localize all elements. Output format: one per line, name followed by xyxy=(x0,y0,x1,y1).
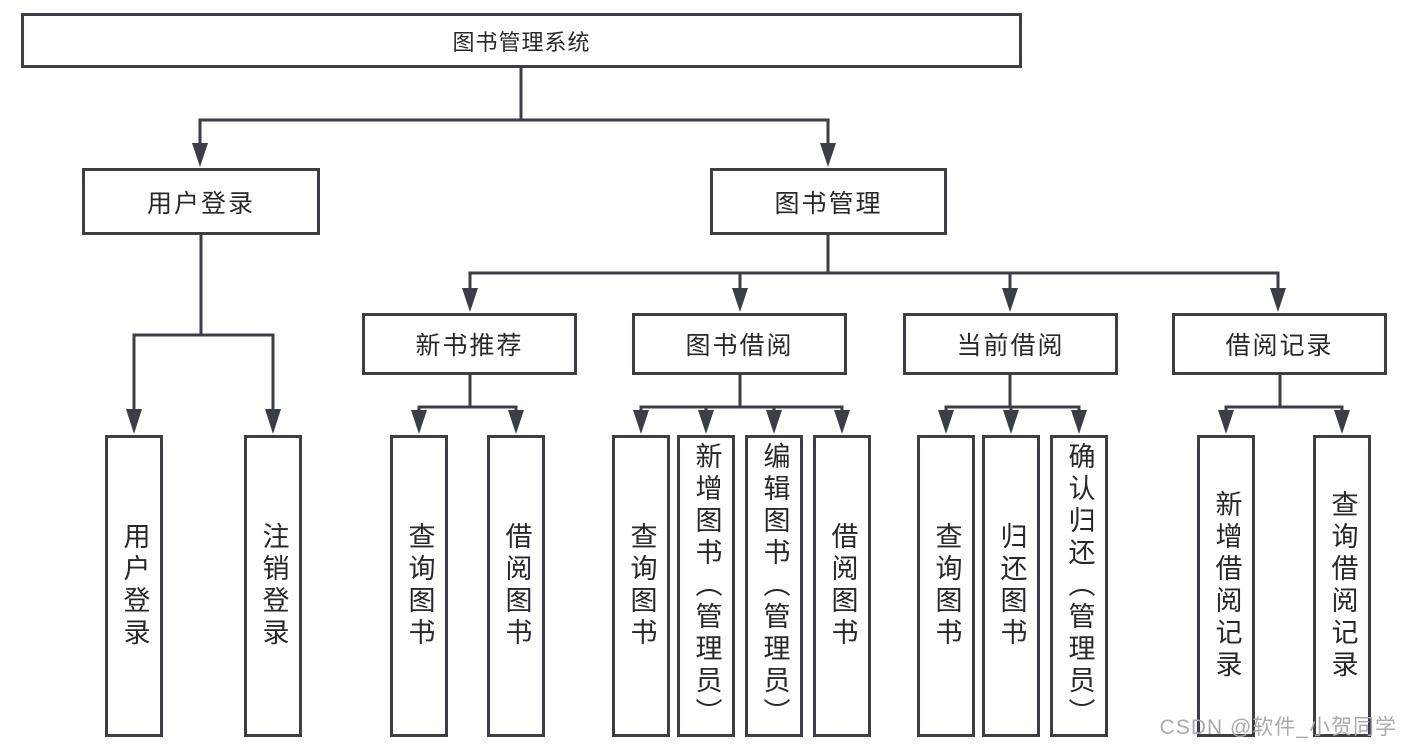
node-book-management: 图书管理 xyxy=(710,168,947,235)
connector-records-to-leaves xyxy=(1218,373,1350,434)
leaf-query-borrow-record: 查询借阅记录 xyxy=(1313,435,1371,737)
connector-user-login-to-leaves xyxy=(126,233,281,434)
connector-borrowing-to-leaves xyxy=(633,373,850,434)
node-new-book-recommend: 新书推荐 xyxy=(362,313,577,375)
leaf-borrow-books-recommend: 借阅图书 xyxy=(487,435,545,737)
leaf-query-books-recommend: 查询图书 xyxy=(390,435,448,737)
node-root-library-system: 图书管理系统 xyxy=(21,13,1022,68)
node-user-login: 用户登录 xyxy=(82,168,320,235)
leaf-add-books-admin: 新增图书（管理员） xyxy=(677,435,735,737)
node-book-borrowing: 图书借阅 xyxy=(632,313,847,375)
leaf-logout: 注销登录 xyxy=(244,435,302,737)
connector-new-books-to-leaves xyxy=(411,373,524,434)
leaf-return-books: 归还图书 xyxy=(982,435,1040,737)
leaf-add-borrow-record: 新增借阅记录 xyxy=(1197,435,1255,737)
csdn-watermark: CSDN @软件_小贺同学 xyxy=(1159,716,1397,739)
leaf-confirm-return-admin: 确认归还（管理员） xyxy=(1050,435,1108,737)
node-borrow-records: 借阅记录 xyxy=(1172,313,1387,375)
leaf-query-books-current: 查询图书 xyxy=(917,435,975,737)
leaf-query-books-borrowing: 查询图书 xyxy=(612,435,670,737)
connector-root-to-level2 xyxy=(192,66,836,167)
leaf-borrow-books: 借阅图书 xyxy=(813,435,871,737)
node-current-borrowing: 当前借阅 xyxy=(903,313,1118,375)
connector-current-borrow-to-leaves xyxy=(938,373,1087,434)
leaf-user-login: 用户登录 xyxy=(105,435,163,737)
connector-book-mgmt-to-level3 xyxy=(462,231,1286,312)
leaf-edit-books-admin: 编辑图书（管理员） xyxy=(745,435,803,737)
